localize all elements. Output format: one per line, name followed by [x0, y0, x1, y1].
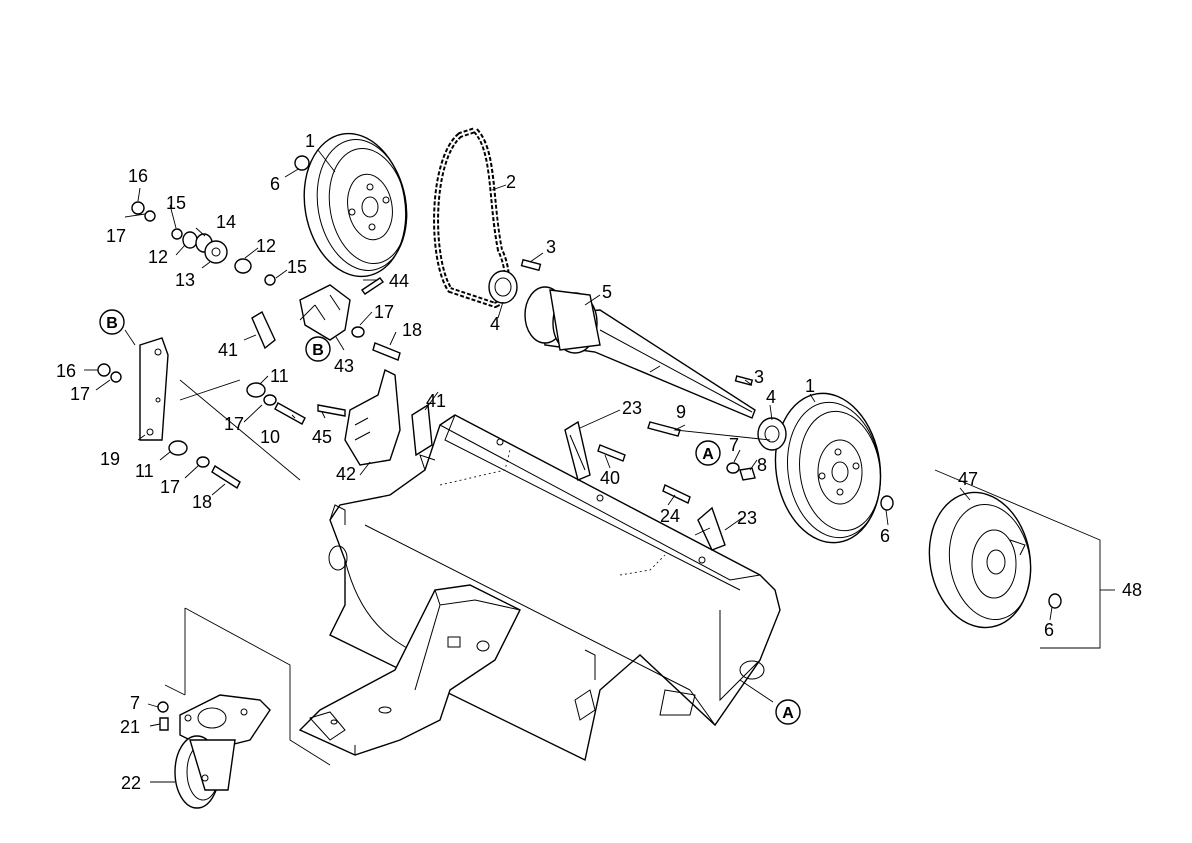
label-1-top: 1	[305, 131, 315, 151]
label-16-left: 16	[56, 361, 76, 381]
label-12-right: 12	[256, 236, 276, 256]
label-17-bottom: 17	[160, 477, 180, 497]
label-41-right: 41	[426, 391, 446, 411]
leader-lines	[84, 149, 1115, 783]
label-6-right: 6	[880, 526, 890, 546]
label-16-top: 16	[128, 166, 148, 186]
label-18-top: 18	[402, 320, 422, 340]
small-parts-right	[564, 420, 756, 551]
wheel-right	[774, 392, 882, 544]
label-7-right: 7	[729, 435, 739, 455]
label-47: 47	[958, 469, 978, 489]
label-22: 22	[121, 773, 141, 793]
svg-text:A: A	[782, 705, 794, 722]
label-7-caster: 7	[130, 693, 140, 713]
part-labels: 1 1 2 3 3 4 4 5 6 6 6 7 7 8 9 10 11 11 1…	[56, 131, 1142, 793]
label-17-bracket: 17	[374, 302, 394, 322]
callout-b-left: B	[99, 309, 125, 335]
label-17-mid: 17	[224, 414, 244, 434]
label-10: 10	[260, 427, 280, 447]
callout-a-bottom: A	[775, 699, 801, 725]
label-44: 44	[389, 271, 409, 291]
small-parts-left	[97, 201, 433, 490]
svg-text:B: B	[312, 342, 324, 359]
label-9: 9	[676, 402, 686, 422]
label-41-left: 41	[218, 340, 238, 360]
label-1-right: 1	[805, 376, 815, 396]
wheel-top	[303, 132, 408, 278]
label-23-right: 23	[737, 508, 757, 528]
svg-text:A: A	[702, 446, 714, 463]
label-2: 2	[506, 172, 516, 192]
label-12-left: 12	[148, 247, 168, 267]
label-17-top: 17	[106, 226, 126, 246]
label-40: 40	[600, 468, 620, 488]
label-24: 24	[660, 506, 680, 526]
label-6-top: 6	[270, 174, 280, 194]
label-8: 8	[757, 455, 767, 475]
label-19: 19	[100, 449, 120, 469]
label-48: 48	[1122, 580, 1142, 600]
label-4-left: 4	[490, 314, 500, 334]
axle-sprocket	[524, 286, 756, 419]
label-11-bottom: 11	[135, 461, 154, 481]
caster-wheel	[157, 694, 271, 809]
label-3-right: 3	[754, 367, 764, 387]
label-45: 45	[312, 427, 332, 447]
label-18-bottom: 18	[192, 492, 212, 512]
label-13: 13	[175, 270, 195, 290]
label-5: 5	[602, 282, 612, 302]
label-23-top: 23	[622, 398, 642, 418]
label-3-top: 3	[546, 237, 556, 257]
label-4-right: 4	[766, 387, 776, 407]
label-43: 43	[334, 356, 354, 376]
wheel-47	[928, 491, 1032, 629]
bearing-left	[488, 258, 542, 304]
label-42: 42	[336, 464, 356, 484]
label-21: 21	[120, 717, 140, 737]
callout-b-middle: B	[305, 336, 331, 362]
label-15-left: 15	[166, 193, 186, 213]
svg-text:B: B	[106, 315, 118, 332]
label-11-top: 11	[270, 366, 289, 386]
label-14: 14	[216, 212, 236, 232]
label-17-left: 17	[70, 384, 90, 404]
callout-a-top: A	[695, 440, 721, 466]
label-15-right: 15	[287, 257, 307, 277]
label-6-far-right: 6	[1044, 620, 1054, 640]
handle-mount-bracket	[298, 584, 521, 756]
